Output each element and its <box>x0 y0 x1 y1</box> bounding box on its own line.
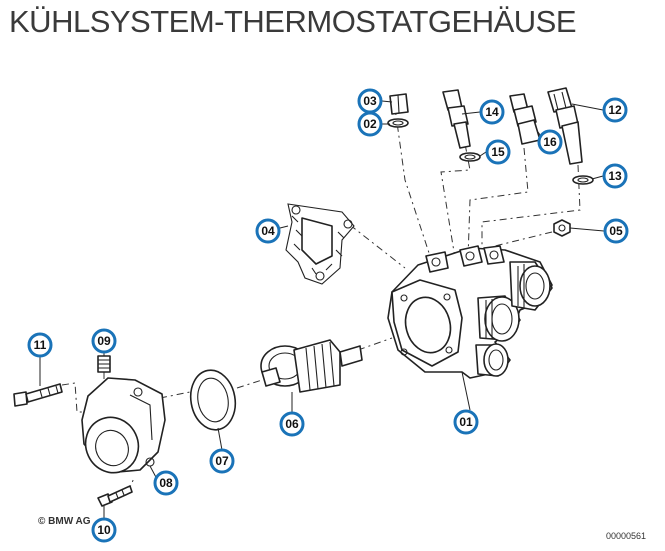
bolt-11 <box>13 383 63 407</box>
temperature-sensor-14 <box>442 89 471 149</box>
callout-04: 04 <box>255 218 281 244</box>
svg-text:06: 06 <box>285 417 299 431</box>
thermostat-cover-08 <box>81 377 166 474</box>
sealing-ring-02 <box>387 118 409 128</box>
callout-05: 05 <box>603 218 629 244</box>
callout-11: 11 <box>27 332 53 358</box>
svg-text:04: 04 <box>261 224 275 238</box>
copyright-note: © BMW AG <box>38 516 91 527</box>
svg-text:03: 03 <box>363 94 377 108</box>
callout-02: 02 <box>357 111 383 137</box>
gasket-04 <box>285 203 355 285</box>
sealing-ring-15 <box>459 152 481 162</box>
svg-text:13: 13 <box>608 169 622 183</box>
callout-16: 16 <box>537 129 563 155</box>
callout-10: 10 <box>91 517 117 543</box>
callout-15: 15 <box>485 139 511 165</box>
svg-text:15: 15 <box>491 145 505 159</box>
nut-05 <box>553 219 571 237</box>
callout-03: 03 <box>357 88 383 114</box>
sealing-ring-07 <box>189 369 237 431</box>
svg-text:14: 14 <box>485 105 499 119</box>
thermostat-06 <box>260 339 363 393</box>
callout-12: 12 <box>602 97 628 123</box>
page-title: KÜHLSYSTEM-THERMOSTATGEHÄUSE <box>9 4 577 39</box>
svg-text:05: 05 <box>609 224 623 238</box>
svg-text:01: 01 <box>459 415 473 429</box>
assembly-axis-lines <box>61 107 581 493</box>
callout-07: 07 <box>209 448 235 474</box>
svg-text:12: 12 <box>608 103 622 117</box>
sealing-ring-13 <box>572 175 594 185</box>
screw-plug-03 <box>389 93 409 115</box>
callout-01: 01 <box>453 409 479 435</box>
callout-13: 13 <box>602 163 628 189</box>
svg-text:16: 16 <box>543 135 557 149</box>
callout-08: 08 <box>153 470 179 496</box>
callout-06: 06 <box>279 411 305 437</box>
svg-text:11: 11 <box>34 338 47 352</box>
svg-text:10: 10 <box>97 523 111 537</box>
callout-09: 09 <box>91 328 117 354</box>
callout-14: 14 <box>479 99 505 125</box>
svg-text:07: 07 <box>215 454 229 468</box>
temperature-sensor-16 <box>509 93 541 145</box>
svg-text:08: 08 <box>159 476 173 490</box>
thermostat-housing <box>387 245 553 379</box>
bleed-screw-09 <box>97 355 111 373</box>
temperature-sensor-12 <box>547 87 583 165</box>
bolt-10 <box>97 485 133 507</box>
svg-text:02: 02 <box>363 117 377 131</box>
svg-text:09: 09 <box>97 334 111 348</box>
image-code: 00000561 <box>606 531 647 541</box>
